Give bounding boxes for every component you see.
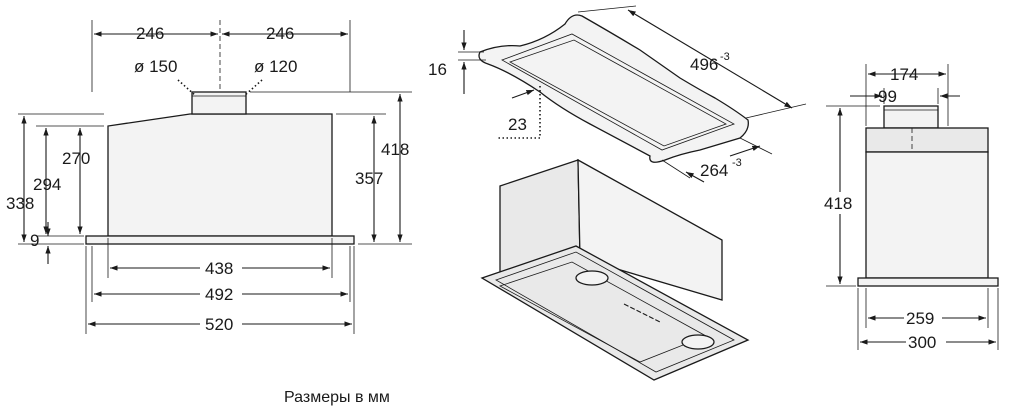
front-spigot bbox=[191, 91, 247, 115]
side-view: 174 99 418 259 300 bbox=[822, 64, 999, 352]
front-width-left-label: 246 bbox=[136, 24, 164, 43]
front-width-438-label: 438 bbox=[205, 259, 233, 278]
front-body bbox=[107, 113, 333, 237]
hood-body-front bbox=[577, 158, 723, 301]
front-view: 246 246 ø 150 ø 120 418 357 338 294 270 … bbox=[6, 20, 412, 334]
cutout-height-16-label: 16 bbox=[428, 60, 447, 79]
side-width-174-label: 174 bbox=[890, 65, 918, 84]
front-height-418-label: 418 bbox=[381, 140, 409, 159]
side-body-top bbox=[865, 127, 989, 153]
cutout-length-tolerance-label: -3 bbox=[720, 51, 730, 63]
front-height-338-label: 338 bbox=[6, 194, 34, 213]
hood-3d-view bbox=[480, 158, 750, 381]
front-width-right-label: 246 bbox=[266, 24, 294, 43]
cutout-offset-23-label: 23 bbox=[508, 115, 527, 134]
side-height-418-label: 418 bbox=[824, 194, 852, 213]
cutout-length-label: 496 bbox=[690, 55, 718, 74]
hood-lamp-left bbox=[575, 270, 609, 286]
cutout-depth-label: 264 bbox=[700, 161, 728, 180]
hood-tray bbox=[480, 245, 750, 381]
cutout-depth-tolerance-label: -3 bbox=[732, 157, 742, 169]
side-spigot bbox=[883, 105, 939, 129]
front-height-9-label: 9 bbox=[30, 231, 39, 250]
front-diameter-150-label: ø 150 bbox=[134, 57, 177, 76]
front-height-357-label: 357 bbox=[355, 169, 383, 188]
cutout-view: 16 496 -3 264 -3 23 bbox=[428, 5, 807, 183]
side-base-plate bbox=[857, 277, 999, 287]
side-width-259-label: 259 bbox=[906, 309, 934, 328]
front-width-492-label: 492 bbox=[205, 285, 233, 304]
front-height-294-label: 294 bbox=[33, 175, 61, 194]
side-width-99-label: 99 bbox=[878, 87, 897, 106]
cutout-inner bbox=[501, 33, 735, 151]
cutout-frame bbox=[478, 14, 749, 163]
front-width-520-label: 520 bbox=[205, 315, 233, 334]
side-body bbox=[865, 151, 989, 279]
front-diameter-120-label: ø 120 bbox=[254, 57, 297, 76]
front-height-270-label: 270 bbox=[62, 149, 90, 168]
front-base-plate bbox=[85, 235, 355, 245]
side-width-300-label: 300 bbox=[908, 333, 936, 352]
units-caption: Размеры в мм bbox=[284, 389, 390, 406]
hood-lamp-right bbox=[681, 334, 715, 350]
